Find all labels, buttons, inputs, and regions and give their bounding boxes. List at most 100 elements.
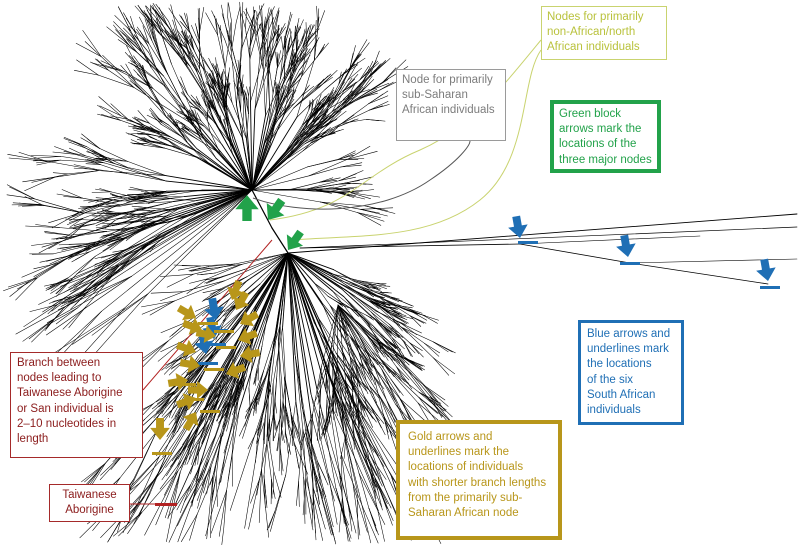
tree-branch (244, 401, 253, 427)
tree-branch (101, 253, 118, 259)
tree-branch (271, 42, 278, 58)
tree-branch (41, 241, 60, 248)
tree-branch (214, 373, 227, 393)
tree-branch (133, 493, 151, 525)
tree-branch (272, 326, 283, 384)
tree-branch (160, 291, 184, 302)
tree-branch (221, 4, 225, 21)
tree-branch (339, 192, 365, 200)
tree-branch (22, 205, 44, 207)
tree-branch (253, 368, 258, 385)
tree-branch (278, 433, 281, 456)
tree-branch (301, 85, 315, 97)
tree-branch (319, 366, 322, 412)
tree-branch (364, 318, 370, 326)
tree-branch (131, 197, 145, 201)
tree-branch (277, 24, 280, 42)
tree-branch (397, 299, 413, 306)
tree-branch (199, 74, 218, 115)
tree-branch (203, 59, 213, 74)
tree-branch (104, 249, 126, 266)
tree-branch (125, 234, 134, 240)
tree-branch (359, 280, 378, 286)
tree-branch (340, 164, 362, 168)
tree-branch (197, 443, 200, 465)
tree-branch (423, 384, 446, 401)
tree-branch (149, 300, 175, 316)
tree-branch (65, 246, 140, 298)
tree-branch (321, 411, 331, 436)
tree-branch (118, 6, 131, 32)
tree-branch (106, 212, 117, 214)
tree-branch (216, 403, 229, 421)
tree-branch (356, 406, 361, 428)
tree-branch (276, 36, 282, 48)
tree-branch (311, 98, 313, 113)
callout-branch-length: Branch between nodes leading to Taiwanes… (10, 352, 143, 458)
tree-branch (303, 126, 327, 151)
tree-branch (267, 60, 269, 79)
tree-branch (399, 398, 414, 423)
tree-branch (214, 15, 218, 35)
tree-branch (245, 9, 258, 35)
tree-branch (234, 252, 289, 265)
tree-branch (50, 173, 69, 179)
tree-branch (310, 112, 319, 124)
tree-branch (149, 215, 168, 225)
tree-branch (228, 22, 232, 43)
tree-branch (188, 363, 203, 376)
callout-line: underlines mark (587, 343, 669, 356)
tree-branch (307, 158, 339, 168)
tree-branch (134, 125, 148, 130)
tree-branch (222, 268, 246, 277)
callout-sub-saharan-node: Node for primarily sub-Saharan African i… (396, 69, 506, 141)
tree-branch (173, 264, 201, 267)
gold-underline (198, 322, 218, 325)
tree-branch (94, 155, 109, 159)
tree-branch (185, 114, 195, 125)
tree-branch (370, 302, 380, 309)
tree-branch (273, 411, 278, 431)
tree-branch (203, 125, 223, 145)
tree-branch (180, 30, 190, 46)
tree-branch (88, 199, 101, 203)
tree-branch (28, 317, 56, 340)
tree-branch (249, 34, 257, 60)
tree-branch (280, 53, 287, 79)
tree-branch (387, 387, 396, 401)
callout-line: locations of individuals (408, 461, 524, 474)
tree-branch (217, 76, 224, 104)
tree-branch (222, 304, 238, 317)
tree-branch (146, 114, 163, 124)
tree-branch (303, 477, 306, 524)
tree-branch (125, 38, 138, 53)
tree-branch (245, 401, 254, 413)
tree-branch (280, 380, 286, 415)
tree-branch (432, 357, 450, 376)
tree-branch (261, 21, 265, 40)
tree-branch (354, 296, 403, 329)
tree-branch (212, 264, 243, 269)
tree-branch (356, 368, 365, 387)
tree-branch (339, 176, 356, 181)
tree-branch (354, 280, 369, 285)
tree-branch (332, 390, 336, 414)
tree-branch (161, 62, 193, 123)
tree-branch (387, 423, 396, 437)
tree-branch (276, 252, 289, 329)
tree-branch (206, 476, 214, 540)
tree-branch (381, 360, 395, 377)
tree-branch (257, 388, 262, 401)
tree-branch (211, 63, 218, 77)
tree-branch (158, 118, 169, 126)
tree-branch (272, 471, 275, 495)
tree-branch (337, 304, 357, 363)
tree-branch (349, 333, 360, 353)
tree-branch (272, 67, 278, 94)
tree-branch (215, 316, 227, 341)
tree-branch (384, 299, 409, 309)
blue-arrow-icon (756, 258, 776, 281)
tree-branch (365, 205, 396, 214)
tree-branch (180, 92, 189, 101)
tree-branch (212, 317, 243, 357)
